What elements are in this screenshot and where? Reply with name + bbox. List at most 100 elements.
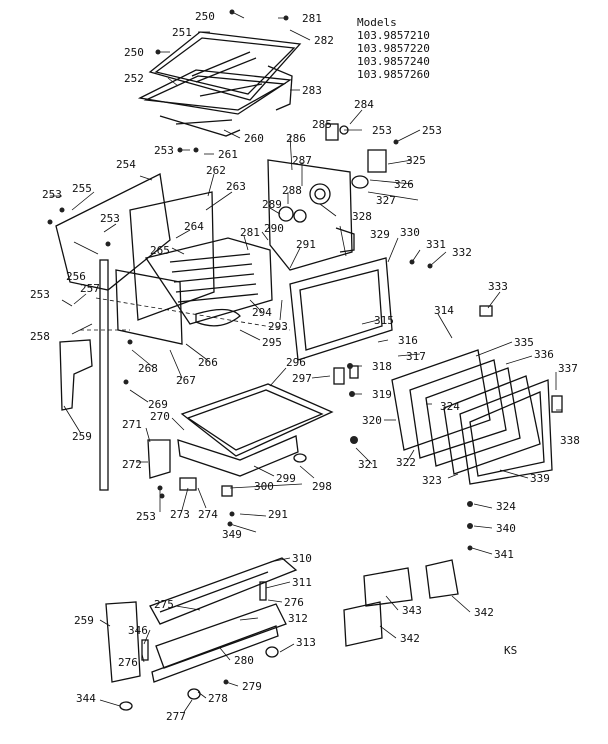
part-label: 283 (302, 84, 322, 97)
part-label: 311 (292, 576, 312, 589)
part-label: 344 (76, 692, 96, 705)
part-label: 329 (370, 228, 390, 241)
part-label: 310 (292, 552, 312, 565)
part-label: 257 (80, 282, 100, 295)
part-label: 290 (264, 222, 284, 235)
part-label: 291 (268, 508, 288, 521)
part-label: 262 (206, 164, 226, 177)
model-number: 103.9857260 (357, 68, 430, 81)
model-number: 103.9857210 (357, 29, 430, 42)
part-label: 341 (494, 548, 514, 561)
control-panel-assembly (267, 123, 387, 271)
panel-pieces (343, 559, 459, 647)
part-label: 342 (474, 606, 494, 619)
part-label: 335 (514, 336, 534, 349)
part-label: 320 (362, 414, 382, 427)
part-label: 338 (560, 434, 580, 447)
cooktop-assembly (137, 31, 302, 137)
part-label: 250 (195, 10, 215, 23)
part-label: 324 (496, 500, 516, 513)
part-label: 253 (42, 188, 62, 201)
part-label: 281 (240, 226, 260, 239)
part-label: 277 (166, 710, 186, 723)
part-label: 321 (358, 458, 378, 471)
part-label: 282 (314, 34, 334, 47)
part-label: 258 (30, 330, 50, 343)
part-label: 267 (176, 374, 196, 387)
screws (47, 9, 473, 685)
part-label: 253 (154, 144, 174, 157)
part-label: 349 (222, 528, 242, 541)
part-label: 340 (496, 522, 516, 535)
part-label: 327 (376, 194, 396, 207)
part-label: 343 (402, 604, 422, 617)
part-label: 261 (218, 148, 238, 161)
part-label: 299 (276, 472, 296, 485)
part-label: 274 (198, 508, 218, 521)
part-label: 312 (288, 612, 308, 625)
part-label: 316 (398, 334, 418, 347)
part-label: 287 (292, 154, 312, 167)
part-label: 252 (124, 72, 144, 85)
part-label: 260 (244, 132, 264, 145)
part-label: 281 (302, 12, 322, 25)
footer-code: KS (504, 644, 517, 657)
part-label: 313 (296, 636, 316, 649)
part-label: 342 (400, 632, 420, 645)
part-label: 272 (122, 458, 142, 471)
part-label: 271 (122, 418, 142, 431)
part-label: 253 (422, 124, 442, 137)
part-label: 269 (148, 398, 168, 411)
part-label: 336 (534, 348, 554, 361)
part-label: 318 (372, 360, 392, 373)
part-label: 250 (124, 46, 144, 59)
part-label: 270 (150, 410, 170, 423)
part-label: 264 (184, 220, 204, 233)
part-label: 289 (262, 198, 282, 211)
part-label: 275 (154, 598, 174, 611)
models-list: Models 103.9857210 103.9857220 103.98572… (357, 16, 430, 81)
oven-body (55, 173, 291, 491)
part-label: 314 (434, 304, 454, 317)
part-label: 298 (312, 480, 332, 493)
part-label: 337 (558, 362, 578, 375)
oven-door-frame (289, 257, 493, 361)
part-label: 278 (208, 692, 228, 705)
part-label: 266 (198, 356, 218, 369)
part-label: 265 (150, 244, 170, 257)
part-label: 300 (254, 480, 274, 493)
part-label: 279 (242, 680, 262, 693)
part-label: 253 (100, 212, 120, 225)
part-label: 346 (128, 624, 148, 637)
part-label: 326 (394, 178, 414, 191)
part-label: 273 (170, 508, 190, 521)
part-label: 323 (422, 474, 442, 487)
part-label: 296 (286, 356, 306, 369)
part-label: 268 (138, 362, 158, 375)
part-label: 319 (372, 388, 392, 401)
part-label: 297 (292, 372, 312, 385)
part-label: 253 (30, 288, 50, 301)
part-label: 293 (268, 320, 288, 333)
part-label: 330 (400, 226, 420, 239)
part-label: 255 (72, 182, 92, 195)
part-label: 339 (530, 472, 550, 485)
part-label: 259 (72, 430, 92, 443)
part-label: 325 (406, 154, 426, 167)
part-label: 295 (262, 336, 282, 349)
model-number: 103.9857240 (357, 55, 430, 68)
part-labels: 250 281 282 251 250 252 283 260 253 261 … (30, 10, 580, 723)
part-label: 263 (226, 180, 246, 193)
door-glass-layers (333, 349, 563, 485)
models-title: Models (357, 16, 397, 29)
part-label: 288 (282, 184, 302, 197)
broiler-drawer (147, 383, 334, 497)
part-label: 328 (352, 210, 372, 223)
part-label: 280 (234, 654, 254, 667)
part-label: 291 (296, 238, 316, 251)
part-label: 294 (252, 306, 272, 319)
part-label: 251 (172, 26, 192, 39)
part-label: 259 (74, 614, 94, 627)
part-label: 324 (440, 400, 460, 413)
